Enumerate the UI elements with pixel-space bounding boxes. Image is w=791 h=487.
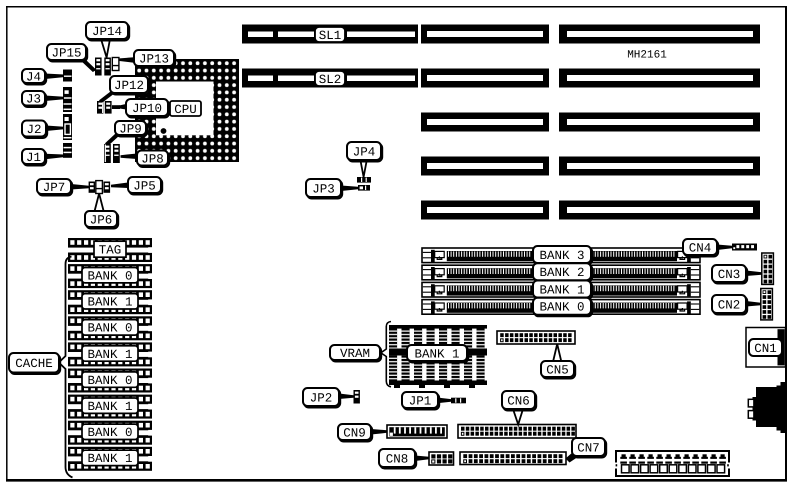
svg-text:J4: J4: [26, 70, 41, 84]
svg-text:SL1: SL1: [319, 29, 342, 43]
svg-text:BANK 2: BANK 2: [539, 266, 584, 280]
svg-text:BANK 1: BANK 1: [414, 347, 459, 361]
svg-text:CN5: CN5: [546, 363, 569, 377]
svg-text:BANK 0: BANK 0: [87, 374, 132, 388]
svg-text:CN3: CN3: [718, 268, 741, 282]
svg-text:CN7: CN7: [577, 441, 600, 455]
svg-text:JP15: JP15: [51, 46, 81, 60]
svg-text:VRAM: VRAM: [340, 347, 370, 361]
svg-text:CN8: CN8: [386, 452, 409, 466]
svg-text:BANK 0: BANK 0: [87, 270, 132, 284]
svg-text:JP10: JP10: [132, 102, 162, 116]
svg-text:JP5: JP5: [133, 179, 156, 193]
svg-text:BANK 1: BANK 1: [87, 348, 132, 362]
svg-text:BANK 1: BANK 1: [539, 283, 584, 297]
svg-text:JP6: JP6: [90, 213, 113, 227]
svg-text:SL2: SL2: [319, 73, 342, 87]
svg-text:JP12: JP12: [114, 79, 144, 93]
svg-text:CPU: CPU: [174, 103, 197, 117]
svg-text:JP14: JP14: [92, 25, 122, 39]
svg-text:CN2: CN2: [718, 298, 741, 312]
svg-text:BANK 0: BANK 0: [87, 426, 132, 440]
svg-text:TAG: TAG: [99, 244, 122, 258]
svg-text:BANK 3: BANK 3: [539, 249, 584, 263]
svg-text:CN4: CN4: [689, 241, 712, 255]
svg-text:CN6: CN6: [507, 394, 530, 408]
svg-text:BANK 0: BANK 0: [87, 322, 132, 336]
svg-text:J1: J1: [26, 151, 41, 165]
svg-text:JP1: JP1: [409, 394, 432, 408]
svg-text:JP9: JP9: [119, 122, 142, 136]
svg-text:JP3: JP3: [312, 182, 335, 196]
svg-text:CN9: CN9: [343, 426, 366, 440]
svg-text:JP8: JP8: [141, 152, 164, 166]
svg-text:BANK 1: BANK 1: [87, 296, 132, 310]
svg-text:BANK 1: BANK 1: [87, 400, 132, 414]
svg-text:JP13: JP13: [139, 52, 169, 66]
svg-text:BANK 1: BANK 1: [87, 452, 132, 466]
svg-text:MH2161: MH2161: [627, 49, 667, 61]
svg-text:JP7: JP7: [43, 181, 66, 195]
svg-text:JP2: JP2: [310, 391, 333, 405]
svg-text:JP4: JP4: [353, 145, 376, 159]
svg-text:J3: J3: [26, 93, 41, 107]
svg-text:CN1: CN1: [754, 342, 777, 356]
svg-text:J2: J2: [26, 123, 41, 137]
svg-text:CACHE: CACHE: [15, 357, 53, 371]
svg-text:BANK 0: BANK 0: [539, 301, 584, 315]
